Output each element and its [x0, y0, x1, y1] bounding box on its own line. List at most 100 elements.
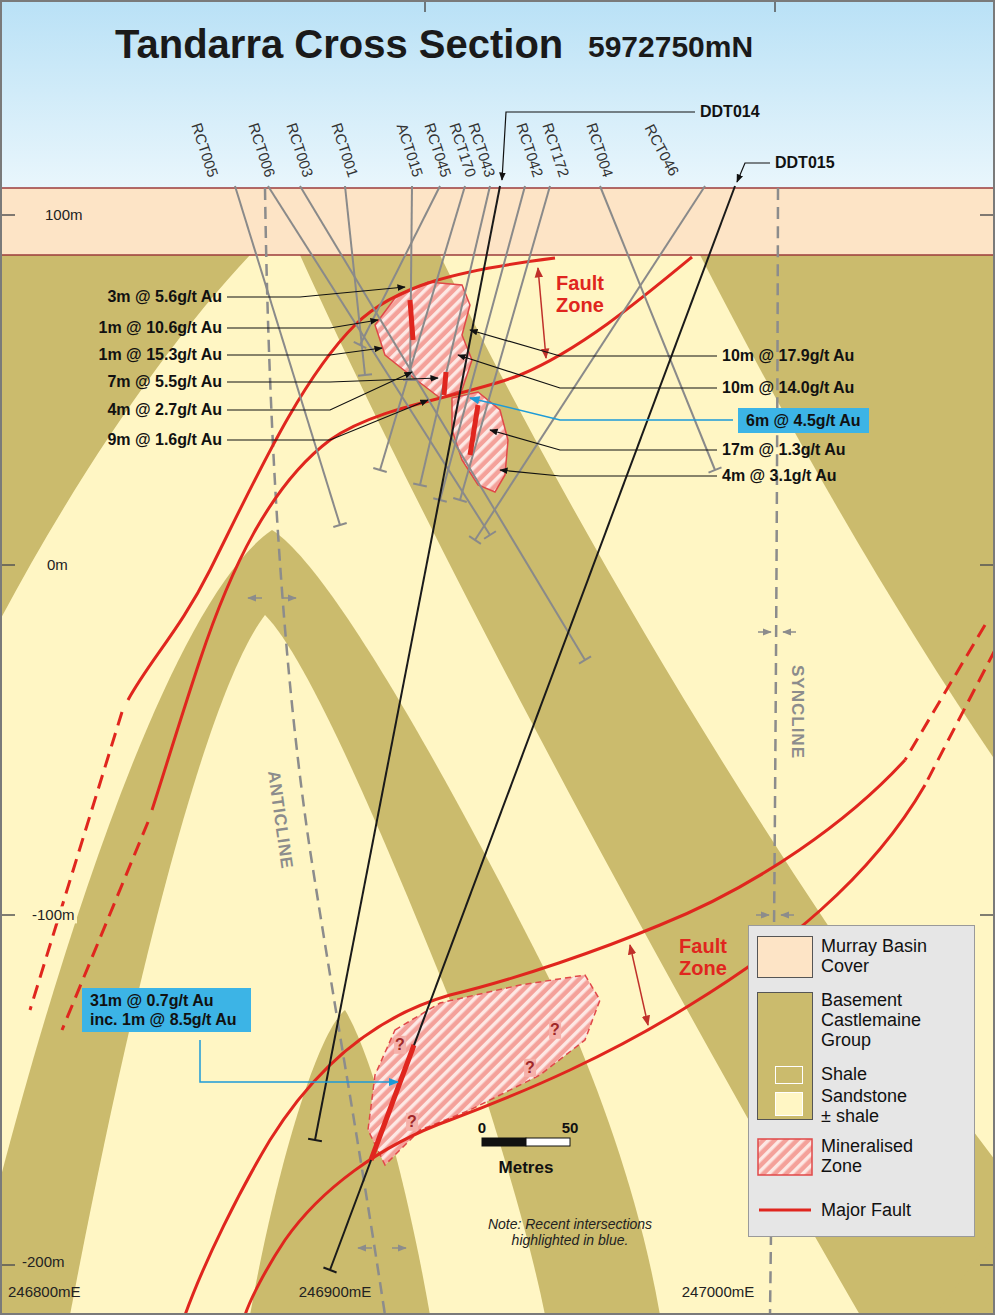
scale-bar: [526, 1138, 570, 1146]
easting-label: 247000mE: [682, 1283, 755, 1300]
fold-symbols: [758, 631, 771, 633]
easting-label: 246800mE: [8, 1283, 81, 1300]
legend-text: Major Fault: [821, 1200, 966, 1220]
sky-band: [0, 0, 995, 188]
legend-text: Sandstone ± shale: [821, 1086, 916, 1126]
intercept-bar: [444, 372, 446, 395]
hole-end-tick: [579, 656, 591, 663]
uncertainty-mark: ?: [524, 1059, 536, 1077]
basement: [700, 255, 995, 760]
drill-hole: [330, 186, 735, 1270]
intercept-label: 17m @ 1.3g/t Au: [722, 441, 845, 459]
fold-symbols: [783, 631, 796, 633]
fold-axes: [265, 188, 385, 1315]
hole-end-tick: [323, 1268, 336, 1273]
drill-hole: [440, 186, 525, 500]
sky-band: [0, 0, 995, 188]
grid-ticks: [0, 914, 15, 916]
fold-symbols: [392, 1247, 406, 1249]
major-fault: [925, 650, 995, 785]
drill-hole-name: RCT001: [328, 121, 362, 179]
intercept-bar: [470, 405, 478, 455]
leader-line-blue: [200, 1040, 398, 1082]
fold-symbols: [756, 914, 769, 916]
hole-end-tick: [453, 498, 466, 502]
intercept-label: 3m @ 5.6g/t Au: [107, 288, 222, 306]
hole-end-tick: [413, 483, 427, 486]
hole-end-tick: [484, 531, 496, 539]
leader-line-blue: [200, 398, 733, 1082]
title: Tandarra Cross Section: [115, 22, 563, 66]
intercept-label: 1m @ 15.3g/t Au: [99, 346, 222, 364]
intercept-label: 1m @ 10.6g/t Au: [99, 319, 222, 337]
legend-text: Mineralised Zone: [821, 1136, 931, 1176]
grid-ticks: [0, 564, 15, 566]
highlight-box: 31m @ 0.7g/t Au inc. 1m @ 8.5g/t Au: [82, 988, 251, 1032]
fold-axis-label: ANTICLINE: [263, 769, 296, 870]
leader-line: [227, 400, 428, 440]
drill-hole-name: RCT004: [583, 121, 617, 179]
intercept-bar: [371, 1045, 414, 1160]
scale-bar: [482, 1138, 526, 1146]
intercept-label: 4m @ 2.7g/t Au: [107, 401, 222, 419]
major-fault: [30, 625, 995, 1030]
fold-symbols: [248, 598, 796, 1248]
scale-number: 0: [478, 1119, 486, 1136]
legend-box: Murray Basin CoverBasement Castlemaine G…: [748, 925, 975, 1237]
hole-end-tick: [354, 342, 367, 348]
legend-swatch: [775, 1092, 803, 1116]
legend-swatch: [757, 936, 813, 978]
hole-end-tick: [333, 523, 346, 527]
leader-line: [490, 430, 717, 450]
leader-line: [470, 330, 717, 356]
drill-hole-name: DDT015: [775, 154, 835, 172]
legend-text: Murray Basin Cover: [821, 936, 966, 976]
legend-text: Basement Castlemaine Group: [821, 990, 966, 1050]
leader-line: [227, 112, 770, 476]
leader-line-blue: [470, 398, 733, 420]
major-fault: [30, 257, 995, 1315]
fault-zone-label: Fault Zone: [552, 272, 608, 316]
drill-holes: [235, 186, 735, 1272]
uncertainty-mark: ?: [549, 1021, 561, 1039]
uncertainty-mark: ?: [394, 1036, 406, 1054]
intercept-label: 7m @ 5.5g/t Au: [107, 373, 222, 391]
cover-band: [0, 254, 995, 256]
drill-hole: [420, 186, 490, 485]
drill-hole: [315, 186, 500, 1140]
major-fault: [152, 257, 692, 810]
intercept-label: 4m @ 3.1g/t Au: [722, 467, 837, 485]
fold-symbols: [282, 597, 296, 599]
fold-axis-label: SYNCLINE: [787, 665, 807, 759]
mineralised-zone: [452, 392, 508, 492]
fault-zone-arrow: [538, 268, 546, 358]
fold-axes: [265, 188, 778, 1315]
drill-hole: [475, 186, 705, 540]
drill-hole: [268, 186, 490, 535]
intercept-label: 9m @ 1.6g/t Au: [107, 431, 222, 449]
drill-hole: [600, 186, 715, 470]
leader-line: [737, 163, 770, 182]
highlight-box: 6m @ 4.5g/t Au: [738, 408, 869, 433]
basement: [0, 255, 995, 1315]
hole-end-tick: [308, 1139, 322, 1142]
intercept-label: 10m @ 14.0g/t Au: [722, 379, 854, 397]
hole-end-tick: [358, 374, 372, 375]
leader-line: [502, 112, 695, 180]
leader-line: [500, 470, 717, 476]
hole-end-tick: [373, 468, 386, 472]
cover-band: [0, 187, 995, 189]
leader-line: [227, 348, 382, 355]
intercept-text: 6m @ 4.5g/t Au: [746, 411, 861, 430]
elevation-label: 0m: [47, 556, 68, 573]
leader-line: [227, 372, 412, 410]
elevation-label: 100m: [45, 206, 83, 223]
basement: [0, 530, 660, 1315]
fold-symbols: [781, 914, 794, 916]
grid-ticks: [980, 214, 995, 216]
grid-ticks: [0, 1264, 15, 1266]
hole-end-tick: [469, 536, 481, 544]
